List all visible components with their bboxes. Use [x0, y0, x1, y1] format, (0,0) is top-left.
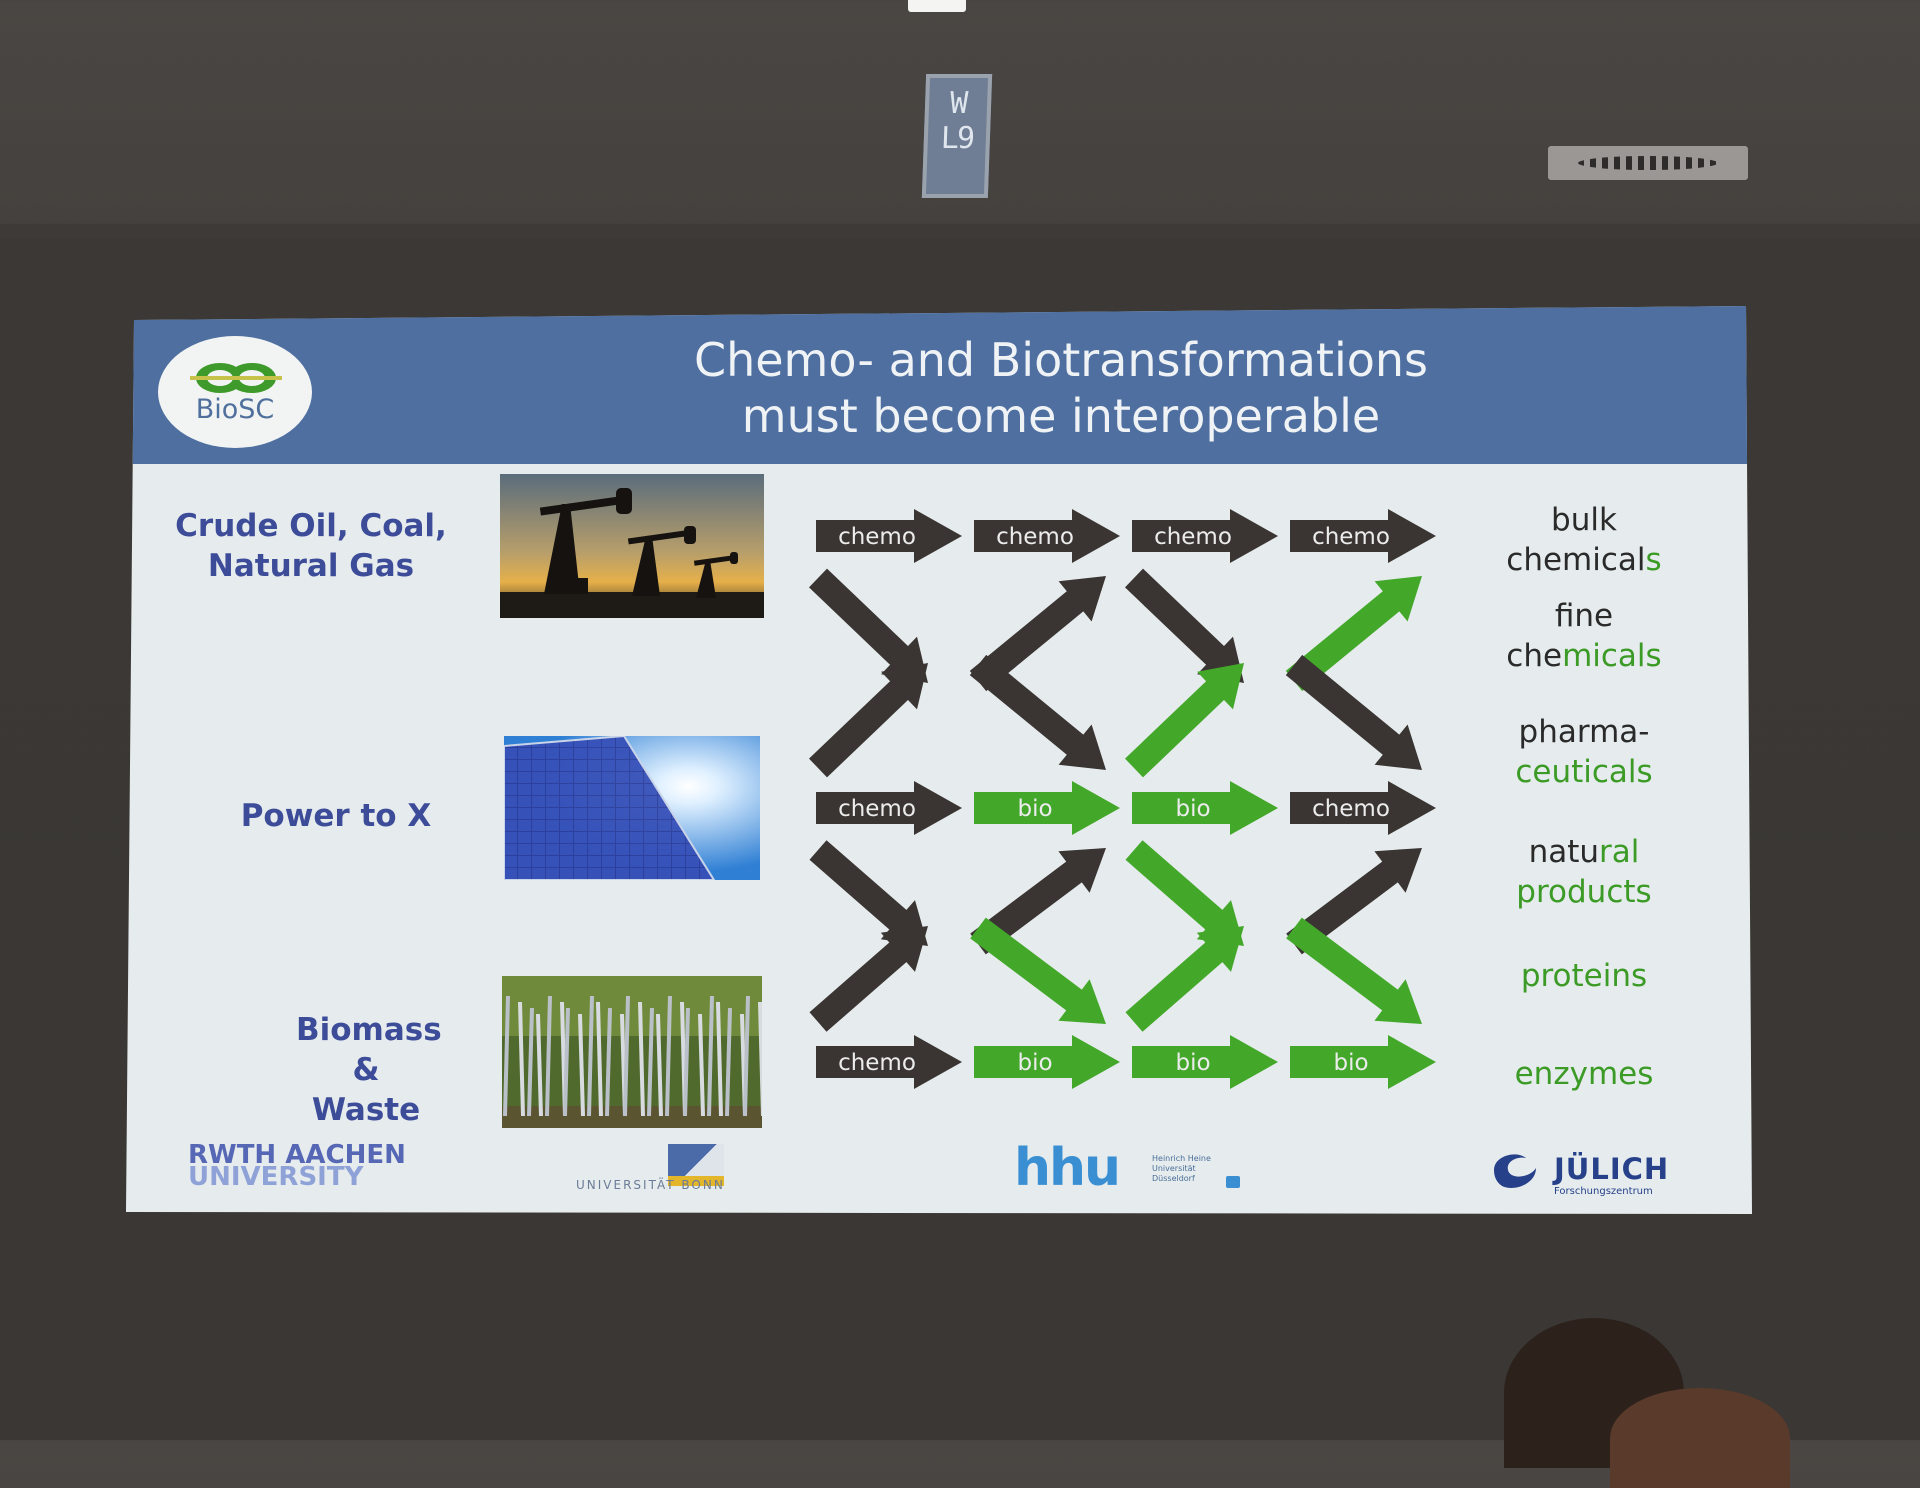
arrow-up2-gap2-col4 [1286, 848, 1422, 955]
bonn-logo-mark-icon [668, 1144, 724, 1186]
arrow-row2-col2-label: bio [1017, 796, 1052, 822]
oil-pumpjacks-photo [500, 474, 764, 618]
juelich-logo-text: JÜLICH [1554, 1152, 1670, 1186]
ceiling-edge [0, 224, 1920, 238]
solar-panel-photo [504, 736, 760, 880]
arrow-up2-gap1-col4 [1285, 576, 1422, 692]
arrow-row1-col3-label: chemo [1154, 524, 1232, 550]
product-natural-line-2: products [1516, 874, 1652, 910]
product-pharmaceuticals: pharma- ceuticals [1432, 712, 1736, 792]
arrow-row3-col1 [816, 1035, 962, 1089]
biosc-logo-text: BioSC [195, 394, 275, 425]
arrow-up-gap2-col3 [1125, 926, 1244, 1032]
arrow-row2-col2 [974, 781, 1120, 835]
arrow-down-gap1-col3 [1125, 568, 1244, 683]
arrow-row1-col4 [1290, 509, 1436, 563]
arrow-down2-gap2-col4 [1286, 917, 1422, 1024]
hhu-logo: hhu [1014, 1138, 1121, 1198]
rwth-logo-line-1: RWTH AACHEN [188, 1140, 406, 1170]
arrow-row1-col2 [974, 509, 1120, 563]
hhu-dot-icon [1226, 1176, 1240, 1188]
slide-header: BioSC Chemo- and Biotransformations must… [126, 306, 1752, 464]
arrow-row1-col4-label: chemo [1312, 524, 1390, 550]
arrow-row3-col2 [974, 1035, 1120, 1089]
product-fine-part-a: che [1506, 638, 1563, 674]
arrow-down-gap2-col3 [1125, 840, 1244, 946]
juelich-logo-subtext: Forschungszentrum [1554, 1186, 1653, 1197]
arrow-row1-col3 [1132, 509, 1278, 563]
source-biomass-line-1: Biomass [296, 1012, 442, 1048]
arrow-down2-gap2-col2 [970, 917, 1106, 1024]
arrow-up-gap1-col3 [1125, 663, 1244, 778]
arrow-row3-col3-label: bio [1175, 1050, 1210, 1076]
arrow-row2-col3 [1132, 781, 1278, 835]
arrow-down2-gap1-col2 [969, 654, 1106, 770]
product-fine-chemicals: fine chemicals [1432, 596, 1736, 676]
arrow-row3-col4 [1290, 1035, 1436, 1089]
source-biomass: Biomass & Waste [296, 1010, 442, 1130]
product-pharma-line-1: pharma- [1518, 714, 1650, 750]
slide-title: Chemo- and Biotransformations must becom… [526, 332, 1596, 444]
arrow-row1-col1-label: chemo [838, 524, 916, 550]
product-pharma-line-2: ceuticals [1515, 754, 1653, 790]
ceiling-room-sign: W L9 [921, 74, 993, 198]
source-fossil-line-1: Crude Oil, Coal, [175, 508, 447, 544]
transformation-diagram: chemo chemo chemo chemo chemo bio bio chemo chem… [809, 509, 1436, 1089]
biosc-logo: BioSC [158, 336, 312, 448]
ceiling-vent [1548, 146, 1748, 180]
product-fine-part-b: micals [1562, 638, 1662, 674]
arrow-row3-col2-label: bio [1017, 1050, 1052, 1076]
biosc-logo-mark-icon [190, 363, 282, 393]
product-proteins: proteins [1432, 956, 1736, 996]
arrow-down-gap2-col1 [809, 840, 928, 946]
juelich-swirl-icon [1486, 1148, 1546, 1196]
bonn-logo-text: UNIVERSITÄT BONN [576, 1178, 725, 1192]
source-power-line-1: Power to X [240, 798, 432, 834]
product-natural-part-b: ral [1599, 834, 1640, 870]
projected-slide: BioSC Chemo- and Biotransformations must… [126, 306, 1752, 1214]
arrow-row2-col4-label: chemo [1312, 796, 1390, 822]
arrow-row3-col4-label: bio [1333, 1050, 1368, 1076]
slide-title-line-2: must become interoperable [741, 389, 1381, 443]
product-bulk-line-1: bulk [1551, 502, 1617, 538]
room-sign-text: W L9 [940, 86, 974, 156]
product-natural-products: natural products [1432, 832, 1736, 912]
rwth-logo-line-2: UNIVERSITY [188, 1162, 364, 1192]
sugarcane-field-photo [502, 976, 762, 1128]
source-biomass-line-2: & Waste [311, 1052, 421, 1128]
arrow-row1-col2-label: chemo [996, 524, 1074, 550]
product-bulk-chemicals: bulk chemicals [1432, 500, 1736, 580]
arrow-row3-col3 [1132, 1035, 1278, 1089]
slide-title-line-1: Chemo- and Biotransformations [693, 333, 1429, 387]
arrow-row1-col1 [816, 509, 962, 563]
arrow-up-gap1-col1 [809, 663, 928, 778]
source-fossil: Crude Oil, Coal, Natural Gas [166, 506, 456, 586]
audience-head-2 [1610, 1388, 1790, 1488]
product-enzymes-text: enzymes [1514, 1056, 1654, 1092]
arrow-row2-col4 [1290, 781, 1436, 835]
source-power-to-x: Power to X [216, 796, 456, 836]
arrow-up2-gap1-col2 [969, 576, 1106, 692]
product-bulk-part-b: s [1645, 542, 1662, 578]
arrow-down-gap1-col1 [809, 568, 928, 683]
product-fine-line-1: fine [1554, 598, 1614, 634]
rwth-aachen-logo: RWTH AACHEN UNIVERSITY [188, 1140, 406, 1192]
arrow-up2-gap2-col2 [970, 848, 1106, 955]
arrow-up-gap2-col1 [809, 926, 928, 1032]
product-natural-part-a: natu [1528, 834, 1600, 870]
arrow-row2-col1 [816, 781, 962, 835]
product-bulk-part-a: chemical [1506, 542, 1646, 578]
hhu-logo-subtext: Heinrich Heine Universität Düsseldorf [1152, 1154, 1211, 1183]
ceiling-light [908, 0, 966, 12]
product-proteins-text: proteins [1520, 958, 1648, 994]
product-enzymes: enzymes [1432, 1054, 1736, 1094]
arrow-down2-gap1-col4 [1285, 654, 1422, 770]
arrow-row2-col1-label: chemo [838, 796, 916, 822]
source-fossil-line-2: Natural Gas [207, 548, 415, 584]
arrow-row3-col1-label: chemo [838, 1050, 916, 1076]
arrow-row2-col3-label: bio [1175, 796, 1210, 822]
